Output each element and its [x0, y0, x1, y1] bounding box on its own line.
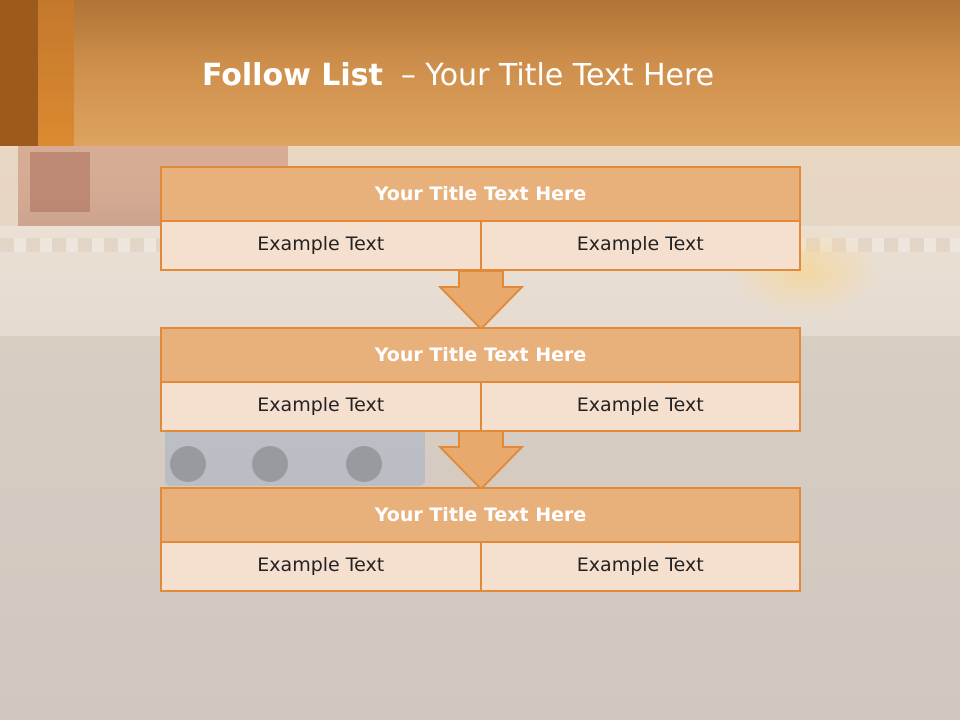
block-row: Example Text Example Text: [160, 543, 801, 592]
header-accent-dark: [0, 0, 38, 146]
tuk-tuk-wheel: [346, 446, 382, 482]
block-cell-right: Example Text: [481, 222, 801, 271]
follow-block-3: Your Title Text Here Example Text Exampl…: [160, 487, 801, 592]
header-band: Follow List – Your Title Text Here: [0, 0, 960, 146]
slide-title-bold: Follow List: [202, 58, 383, 93]
block-cell-right: Example Text: [481, 543, 801, 592]
follow-block-1: Your Title Text Here Example Text Exampl…: [160, 166, 801, 271]
block-row: Example Text Example Text: [160, 383, 801, 432]
block-title: Your Title Text Here: [160, 166, 801, 222]
header-accent-light: [38, 0, 74, 146]
block-cell-left: Example Text: [160, 543, 482, 592]
block-row: Example Text Example Text: [160, 222, 801, 271]
follow-block-2: Your Title Text Here Example Text Exampl…: [160, 327, 801, 432]
tuk-tuk-wheel: [170, 446, 206, 482]
block-cell-left: Example Text: [160, 383, 482, 432]
palace-roof: [30, 152, 90, 212]
slide-title: Follow List – Your Title Text Here: [202, 56, 714, 96]
tuk-tuk-wheel: [252, 446, 288, 482]
block-cell-right: Example Text: [481, 383, 801, 432]
slide-title-rest: – Your Title Text Here: [400, 58, 715, 93]
down-arrow-icon: [438, 271, 524, 331]
block-title: Your Title Text Here: [160, 327, 801, 383]
block-title: Your Title Text Here: [160, 487, 801, 543]
block-cell-left: Example Text: [160, 222, 482, 271]
down-arrow-icon: [438, 431, 524, 491]
